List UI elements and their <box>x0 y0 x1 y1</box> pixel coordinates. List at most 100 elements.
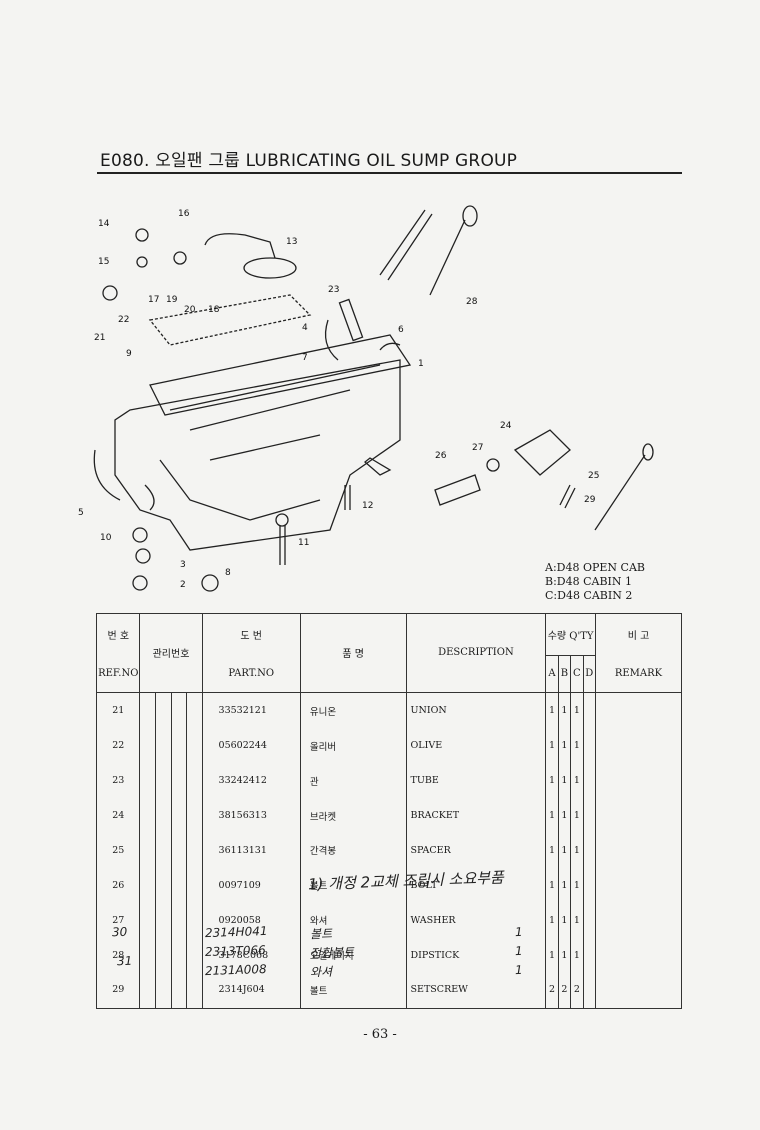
part-number-cell: 3178C068 <box>201 937 301 973</box>
ref-cell: 22 <box>95 728 141 764</box>
qty-d-cell <box>582 972 596 1008</box>
callout-6: 6 <box>398 325 404 335</box>
callout-28: 28 <box>466 297 478 307</box>
dipstick <box>429 219 466 296</box>
callout-2: 2 <box>180 580 186 590</box>
callout-21: 21 <box>94 333 105 343</box>
qty-a-cell: 1 <box>545 763 559 799</box>
callout-22: 22 <box>118 315 129 325</box>
callout-16: 16 <box>178 209 190 219</box>
callout-12: 12 <box>362 501 373 511</box>
callout-29: 29 <box>584 495 596 505</box>
description-cell: BRACKET <box>405 798 547 833</box>
callout-8: 8 <box>225 568 231 578</box>
qty-c-cell: 1 <box>570 728 584 764</box>
exploded-parts-diagram: 14 16 15 13 17 19 20 18 21 22 23 28 4 6 … <box>78 205 654 592</box>
ref-cell: 29 <box>95 972 141 1008</box>
qty-c-cell: 1 <box>570 867 584 903</box>
qty-b-cell: 1 <box>557 692 572 729</box>
ref-cell: 21 <box>95 692 141 729</box>
callout-23: 23 <box>328 285 339 295</box>
handwritten-qty: 1 <box>514 924 523 940</box>
callout-17: 17 <box>148 295 159 305</box>
qty-b-cell: 1 <box>557 798 572 833</box>
description-cell: DIPSTICK <box>405 937 547 973</box>
handwritten-part-number: 2131A008 <box>204 961 267 979</box>
model-legend: A:D48 OPEN CAB B:D48 CABIN 1 C:D48 CABIN… <box>545 561 645 603</box>
callout-14: 14 <box>98 219 110 229</box>
qty-b-cell: 1 <box>557 763 572 799</box>
qty-a-cell: 1 <box>545 902 559 938</box>
qty-b-cell: 1 <box>557 937 572 973</box>
ref-header-kr: 번 호 <box>95 613 141 656</box>
qty-a-header: A <box>545 655 559 693</box>
korean-name-cell: 브라켓 <box>299 798 407 833</box>
qty-b-cell: 2 <box>557 972 572 1008</box>
handwritten-ref: 30 <box>111 924 128 940</box>
qty-d-cell <box>582 692 596 729</box>
description-header: DESCRIPTION <box>405 613 547 693</box>
suction-tube <box>204 233 276 259</box>
qty-c-cell: 1 <box>570 763 584 799</box>
qty-d-cell <box>582 832 596 868</box>
qty-d-cell <box>582 902 596 938</box>
dipstick-tube <box>379 209 433 281</box>
callout-10: 10 <box>100 533 112 543</box>
description-cell: SPACER <box>405 832 547 868</box>
ref-cell: 25 <box>95 832 141 868</box>
qty-b-cell: 1 <box>557 728 572 764</box>
description-cell: UNION <box>405 692 547 729</box>
handwritten-part-number: 2313T066 <box>204 942 267 960</box>
title-divider <box>97 172 682 174</box>
callout-18: 18 <box>208 305 220 315</box>
callout-25: 25 <box>588 471 599 481</box>
qty-a-cell: 1 <box>545 798 559 833</box>
qty-d-cell <box>582 937 596 973</box>
part-number-cell: 33532121 <box>201 692 301 729</box>
handwritten-part-number: 2314H041 <box>204 923 268 941</box>
mgmt-header: 관리번호 <box>139 613 203 693</box>
qty-header: 수량 Q'TY <box>545 613 596 656</box>
qty-a-cell: 1 <box>545 692 559 729</box>
qty-c-cell: 1 <box>570 832 584 868</box>
tube <box>338 298 364 342</box>
description-cell: OLIVE <box>405 728 547 764</box>
ref-cell: 26 <box>95 867 141 903</box>
korean-name-cell: 유니온 <box>299 692 407 729</box>
ref-header-en: REF.NO <box>95 655 141 693</box>
korean-name-cell: 와셔 <box>299 902 407 938</box>
handwritten-qty: 1 <box>514 962 523 978</box>
part-number-cell: 05602244 <box>201 728 301 764</box>
callout-20: 20 <box>184 305 196 315</box>
part-header-en: PART.NO <box>201 655 301 693</box>
gasket <box>148 294 312 346</box>
handwritten-name: 접합볼트 <box>309 945 355 961</box>
korean-name-cell: 관 <box>299 763 407 799</box>
oil-pan-outline <box>114 359 401 551</box>
part-number-cell: 36113131 <box>201 832 301 868</box>
qty-b-cell: 1 <box>557 902 572 938</box>
part-header-kr: 도 번 <box>201 613 301 656</box>
callout-11: 11 <box>298 538 309 548</box>
name-header-kr: 품 명 <box>299 613 407 693</box>
callout-19: 19 <box>166 295 178 305</box>
callout-9: 9 <box>126 349 132 359</box>
handwritten-name: 볼트 <box>309 926 333 942</box>
strainer <box>243 257 297 279</box>
callout-24: 24 <box>500 421 512 431</box>
handwritten-ref: 31 <box>116 953 133 969</box>
callout-3: 3 <box>180 560 186 570</box>
callout-13: 13 <box>286 237 297 247</box>
legend-c: C:D48 CABIN 2 <box>545 589 633 602</box>
description-cell: TUBE <box>405 763 547 799</box>
qty-d-cell <box>582 867 596 903</box>
callout-27: 27 <box>472 443 483 453</box>
qty-c-cell: 1 <box>570 798 584 833</box>
callout-7: 7 <box>302 353 308 363</box>
parts-table: 번 호 관리번호 도 번 품 명 DESCRIPTION 수량 Q'TY 비 고… <box>95 613 683 1009</box>
